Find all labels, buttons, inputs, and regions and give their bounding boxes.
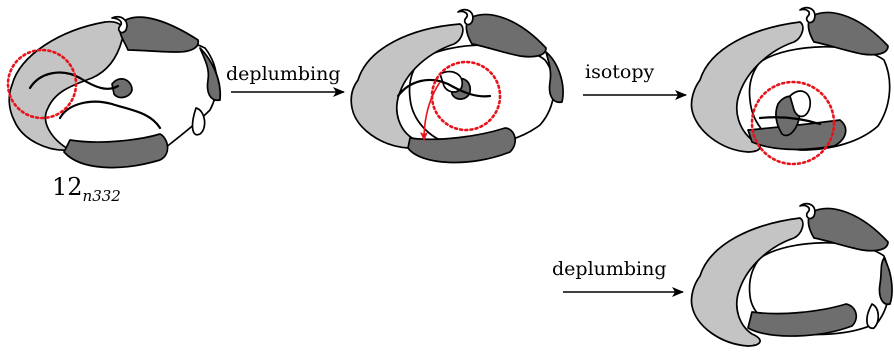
surface-final (690, 202, 893, 347)
highlight-circle-3 (750, 80, 836, 166)
knot-label-subscript: n332 (83, 187, 121, 205)
arrow-isotopy: isotopy (583, 61, 687, 100)
highlight-circle-1 (6, 48, 78, 120)
surface-after-isotopy (690, 6, 891, 166)
knot-label-base: 12 (52, 173, 83, 201)
surface-after-deplumbing (350, 8, 564, 164)
arrow-label-1: deplumbing (226, 63, 341, 85)
arrow-deplumbing-1: deplumbing (226, 63, 345, 97)
isotopy-path-arrow (420, 81, 441, 141)
arrow-label-2: isotopy (585, 61, 655, 83)
arrow-deplumbing-2: deplumbing (552, 258, 684, 297)
arrow-label-3: deplumbing (552, 258, 667, 280)
knot-label: 12n332 (52, 173, 121, 205)
surface-12n332 (6, 15, 222, 169)
